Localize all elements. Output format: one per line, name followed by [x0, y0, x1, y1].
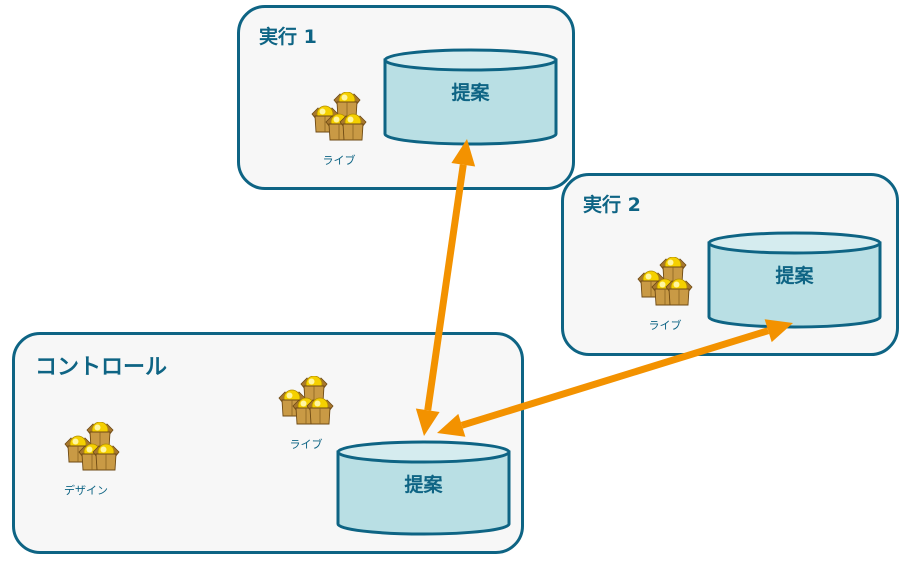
environment-title: コントロール — [35, 355, 168, 380]
package-label: デザイン — [64, 484, 108, 497]
database-cylinder-icon — [383, 48, 558, 146]
database-cylinder-icon — [336, 440, 511, 536]
package-label: ライブ — [322, 154, 356, 167]
store-label: 提案 — [775, 265, 814, 287]
proposal-store[interactable]: 提案 — [383, 48, 558, 146]
environment-control[interactable]: コントロール デザイン — [12, 332, 524, 554]
package-group-icon — [637, 257, 693, 306]
store-label: 提案 — [451, 82, 490, 104]
package-live[interactable]: ライブ — [306, 92, 376, 168]
database-cylinder-icon — [707, 231, 882, 329]
environment-title: 実行 2 — [583, 194, 641, 216]
package-group-icon — [311, 92, 367, 141]
package-group-icon — [64, 422, 120, 471]
store-label: 提案 — [404, 474, 443, 496]
environment-run-2[interactable]: 実行 2 ライブ 提案 — [561, 173, 899, 356]
package-label: ライブ — [648, 319, 682, 332]
package-group-icon — [278, 376, 334, 425]
proposal-store[interactable]: 提案 — [707, 231, 882, 329]
package-live[interactable]: ライブ — [632, 257, 702, 333]
environment-run-1[interactable]: 実行 1 ライブ 提案 — [237, 5, 575, 190]
package-label: ライブ — [289, 438, 323, 451]
proposal-store[interactable]: 提案 — [336, 440, 511, 536]
package-live[interactable]: ライブ — [273, 376, 343, 452]
package-design[interactable]: デザイン — [59, 422, 129, 498]
environment-title: 実行 1 — [259, 26, 317, 48]
